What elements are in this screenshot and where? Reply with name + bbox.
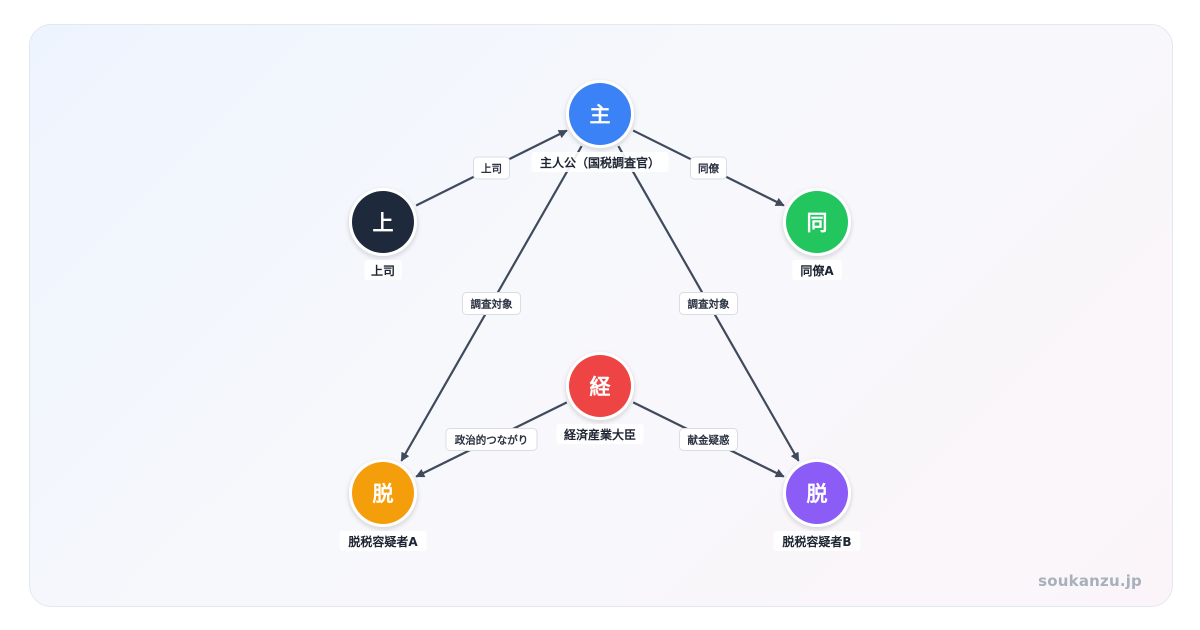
edge-label-box	[690, 156, 727, 180]
node-label-bg	[773, 531, 861, 551]
edge-label-main-colleague: 同僚	[690, 156, 727, 180]
edge-label-text: 同僚	[698, 162, 719, 175]
node-label-bg	[531, 152, 669, 172]
edge-label-text: 献金疑惑	[688, 434, 730, 447]
edge-label-text: 上司	[481, 162, 502, 175]
node-label-bg	[339, 531, 427, 551]
node-glyph: 経	[590, 375, 612, 399]
edge-label-box	[473, 156, 510, 180]
node-label: 同僚A	[800, 263, 834, 278]
edge-label-text: 調査対象	[688, 298, 730, 311]
node-label: 上司	[371, 263, 395, 278]
node-label-bg	[792, 260, 842, 280]
edge-label-box	[679, 428, 738, 451]
edge-label-main-suspectB: 調査対象	[679, 292, 738, 315]
node-circle	[569, 355, 631, 417]
edge-label-box	[445, 428, 538, 451]
node-circle	[352, 191, 414, 253]
edge-label-box	[462, 292, 521, 315]
node-circle	[786, 191, 848, 253]
edge-label-text: 政治的つながり	[455, 434, 529, 447]
edge-label-box	[679, 292, 738, 315]
node-label: 経済産業大臣	[564, 427, 636, 442]
edge-label-main-suspectA: 調査対象	[462, 292, 521, 315]
node-circle	[786, 462, 848, 524]
node-glyph: 同	[807, 211, 828, 235]
edge-label-minister-suspectA: 政治的つながり	[445, 428, 538, 451]
edge-label-text: 調査対象	[471, 298, 513, 311]
node-circle	[352, 462, 414, 524]
node-label-bg	[364, 260, 402, 280]
node-label: 脱税容疑者B	[782, 534, 851, 549]
node-glyph: 脱	[807, 482, 828, 506]
node-label: 主人公（国税調査官）	[540, 155, 660, 170]
edge-label-boss-main: 上司	[473, 156, 510, 180]
node-label: 脱税容疑者A	[348, 534, 418, 549]
node-glyph: 脱	[373, 482, 394, 506]
node-boss[interactable]: 上上司	[349, 188, 417, 280]
edge-label-minister-suspectB: 献金疑惑	[679, 428, 738, 451]
node-circle	[569, 83, 631, 145]
watermark: soukanzu.jp	[1038, 572, 1142, 590]
node-glyph: 上	[373, 211, 394, 235]
node-label-bg	[556, 424, 644, 444]
node-glyph: 主	[590, 103, 611, 127]
